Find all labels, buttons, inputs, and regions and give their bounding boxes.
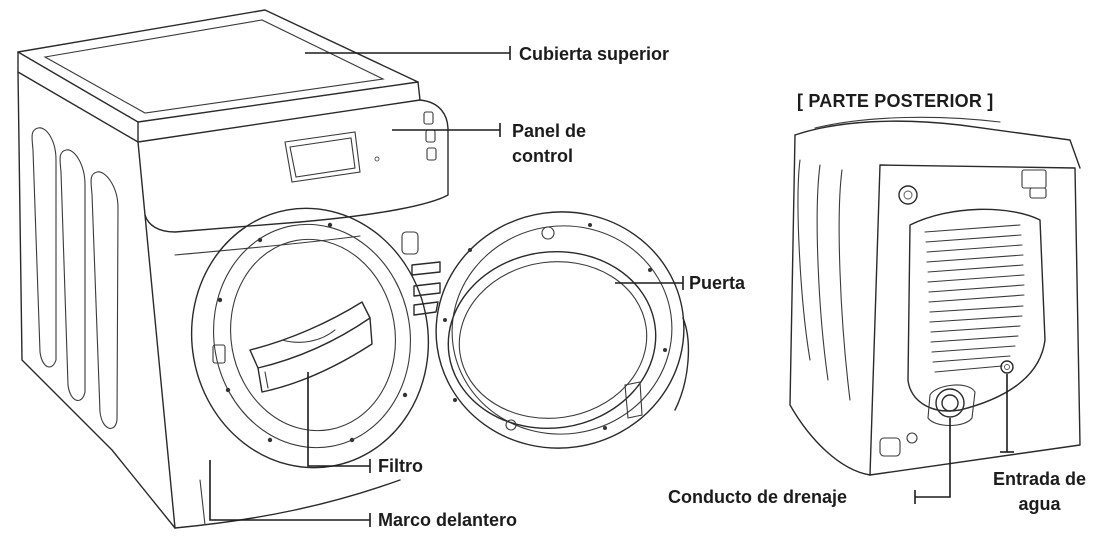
rear-washer: [789, 116, 1081, 476]
label-filter: Filtro: [378, 456, 423, 476]
label-door: Puerta: [689, 273, 746, 293]
label-water-inlet-line1: Entrada de: [992, 469, 1087, 489]
label-control-panel-line1: Panel de: [512, 121, 587, 141]
front-frame-body: [144, 214, 401, 529]
label-water-inlet-line2: agua: [1018, 494, 1061, 514]
top-cover: [17, 9, 421, 143]
front-washer: [17, 9, 690, 529]
label-drain-duct: Conducto de drenaje: [668, 487, 848, 507]
filter: [249, 301, 373, 393]
door-hinge: [411, 261, 441, 316]
label-control-panel-line2: control: [512, 146, 573, 166]
label-front-frame: Marco delantero: [378, 510, 518, 530]
control-panel: [137, 99, 449, 233]
rear-view-title: [ PARTE POSTERIOR ]: [797, 91, 994, 111]
leader-lines: [209, 46, 1014, 527]
door: [435, 211, 690, 449]
drum-opening: [190, 207, 430, 469]
side-panel: [17, 71, 176, 529]
label-top-cover: Cubierta superior: [519, 44, 670, 64]
